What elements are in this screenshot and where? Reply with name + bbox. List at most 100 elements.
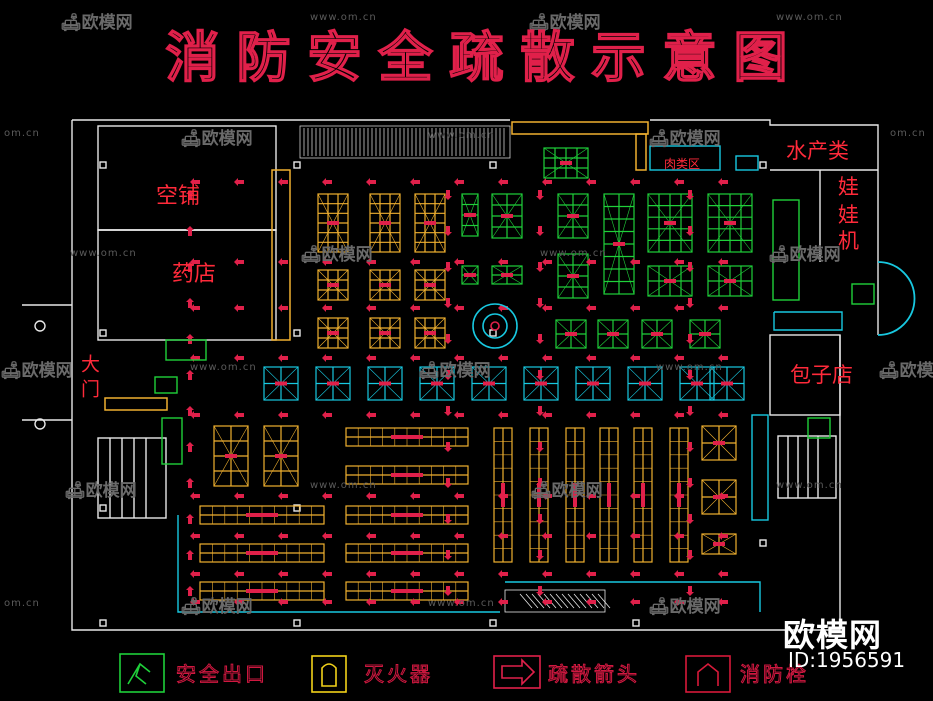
evacuation-arrow-icon (542, 178, 552, 186)
evacuation-arrow-icon (186, 586, 194, 596)
glass-partitions (177, 145, 916, 613)
room-label-sausage-2: 娃 (838, 203, 859, 227)
evacuation-arrow-icon (586, 570, 596, 578)
evacuation-arrow-icon (186, 190, 194, 200)
evacuation-arrow-icon (536, 226, 544, 236)
evacuation-arrow-icon (190, 598, 200, 606)
evacuation-arrow-icon (686, 298, 694, 308)
evacuation-arrow-icon (366, 258, 376, 266)
evacuation-arrow-icon (234, 178, 244, 186)
evacuation-arrow-icon (186, 334, 194, 344)
evacuation-arrow-icon (674, 532, 684, 540)
sofa-icon: 🛋 (528, 13, 550, 33)
evacuation-arrow-icon (536, 262, 544, 272)
watermark-url: www.om.cn (310, 480, 377, 491)
evacuation-arrow-icon (322, 598, 332, 606)
evacuation-arrow-icon (278, 598, 288, 606)
watermark-logo: 🛋欧模网 (528, 13, 601, 33)
green-rack (689, 319, 721, 349)
evacuation-arrow-icon (366, 304, 376, 312)
watermark-url: www.om.cn (428, 598, 495, 609)
evacuation-arrow-icon (686, 586, 694, 596)
evacuation-arrow-icon (454, 258, 464, 266)
evacuation-arrow-icon (454, 304, 464, 312)
produce-rack (414, 317, 446, 349)
evacuation-arrow-icon (186, 478, 194, 488)
watermark-url: www.om.cn (540, 248, 607, 259)
evacuation-arrow-icon (630, 258, 640, 266)
sofa-icon: 🛋 (60, 13, 82, 33)
legend-icons (119, 653, 731, 693)
green-rack (603, 193, 635, 295)
evacuation-arrow-icon (186, 550, 194, 560)
evacuation-arrow-icon (322, 492, 332, 500)
evacuation-arrow-icon (542, 532, 552, 540)
counters (104, 121, 649, 411)
produce-rack (317, 269, 349, 301)
evacuation-arrow-icon (498, 570, 508, 578)
produce-rack (369, 317, 401, 349)
evacuation-arrow-icon (444, 478, 452, 488)
evacuation-arrow-icon (410, 354, 420, 362)
freezer-unit (575, 366, 611, 401)
evacuation-arrow-icon (322, 178, 332, 186)
produce-rack (317, 317, 349, 349)
evacuation-arrow-icon (586, 598, 596, 606)
watermark-logo: 🛋欧模网 (300, 245, 373, 265)
evacuation-arrow-icon (444, 226, 452, 236)
bulk-rack (701, 425, 737, 461)
evacuation-arrow-icon (278, 354, 288, 362)
evacuation-arrow-icon (278, 411, 288, 419)
green-rack (707, 265, 753, 297)
evacuation-arrow-icon (630, 598, 640, 606)
watermark-logo: 🛋欧模网 (180, 129, 253, 149)
green-rack (647, 265, 693, 297)
evacuation-arrow-icon (234, 354, 244, 362)
freezer-unit (627, 366, 663, 401)
evacuation-arrow-icon (444, 586, 452, 596)
sofa-icon: 🛋 (768, 245, 790, 265)
sofa-icon: 🛋 (878, 361, 900, 381)
evacuation-arrow-icon (586, 304, 596, 312)
watermark-url: www.om.cn (428, 130, 495, 141)
evacuation-arrow-icon (190, 354, 200, 362)
watermark-url: www.om.cn (70, 248, 137, 259)
evacuation-arrow-icon (278, 178, 288, 186)
green-rack (557, 193, 589, 239)
sofa-icon: 🛋 (648, 129, 670, 149)
evacuation-arrow-icon (234, 532, 244, 540)
watermark-logo: 🛋欧模网 (768, 245, 841, 265)
evacuation-arrow-icon (718, 258, 728, 266)
evacuation-arrow-icon (718, 178, 728, 186)
evacuation-arrow-icon (536, 190, 544, 200)
watermark-url: www.om.cn (776, 12, 843, 23)
diagram-title: 消防安全疏散示意图 (165, 24, 805, 90)
evacuation-arrow-icon (630, 532, 640, 540)
evacuation-arrow-icon (674, 570, 684, 578)
green-rack (491, 265, 523, 285)
evacuation-arrow-icon (718, 598, 728, 606)
room-label-vacant-shop: 空铺 (156, 184, 201, 209)
evacuation-arrow-icon (686, 334, 694, 344)
evacuation-arrows (186, 178, 728, 606)
evacuation-arrow-icon (454, 492, 464, 500)
evacuation-arrow-icon (444, 550, 452, 560)
legend-label-hydrant: 消防栓 (740, 662, 809, 687)
evacuation-arrow-icon (444, 406, 452, 416)
evacuation-arrow-icon (444, 442, 452, 452)
green-rack (555, 319, 587, 349)
watermark-logo: 🛋欧模网 (180, 597, 253, 617)
brand-id: ID:1956591 (788, 648, 906, 672)
evacuation-arrow-icon (444, 370, 452, 380)
evacuation-arrow-icon (410, 258, 420, 266)
produce-rack (414, 193, 446, 253)
shelving-units (199, 147, 753, 613)
evacuation-arrow-icon (366, 492, 376, 500)
evacuation-arrow-icon (366, 570, 376, 578)
gondola-shelf (565, 427, 585, 563)
freezer-unit (263, 366, 299, 401)
evacuation-arrow-icon (322, 532, 332, 540)
evacuation-arrow-icon (718, 354, 728, 362)
evacuation-arrow-icon (630, 354, 640, 362)
evacuation-arrow-icon (444, 334, 452, 344)
